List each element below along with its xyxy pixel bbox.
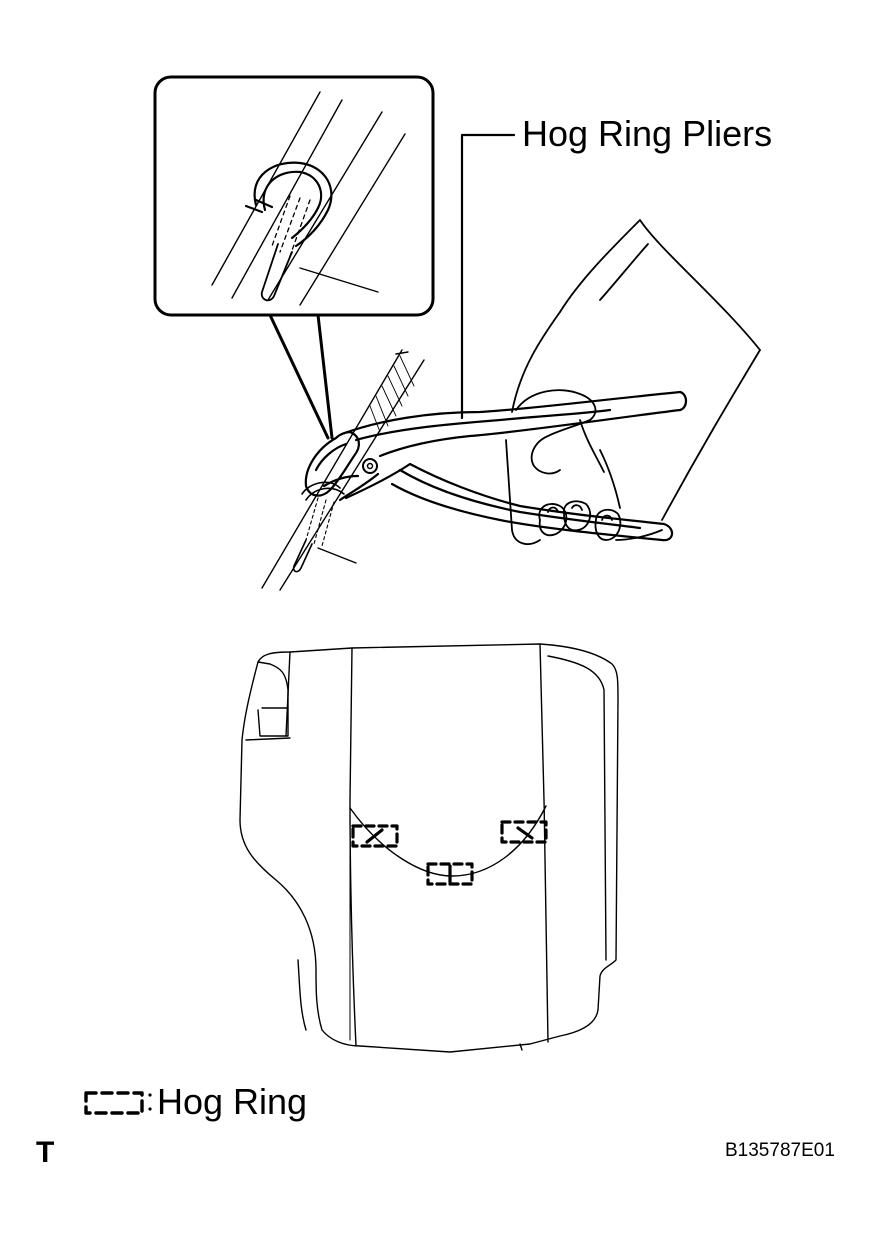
inset-leader-lines <box>268 313 334 440</box>
inset-wire-strands <box>271 195 311 257</box>
hog-ring-marker-center <box>426 862 474 886</box>
hog-ring-pliers-label: Hog Ring Pliers <box>522 113 773 154</box>
pliers-lower-handle <box>344 462 674 542</box>
legend-hog-ring-label: Hog Ring <box>157 1081 308 1122</box>
pliers-jaw <box>304 430 360 497</box>
hog-ring-markers <box>351 820 548 886</box>
cushion-seam-arc <box>349 805 547 877</box>
gloved-hand <box>505 219 761 545</box>
figure-code: B135787E01 <box>725 1140 835 1161</box>
fingers <box>505 439 541 545</box>
inset-rod-lines <box>211 91 406 306</box>
seat-cushion-outline <box>239 643 619 1053</box>
inset-hog-ring <box>244 161 333 248</box>
cushion-outer <box>239 643 619 1053</box>
hog-ring-marker-right <box>500 820 548 844</box>
hog-ring-pliers-tool <box>304 390 688 542</box>
pliers-upper-handle <box>340 390 688 458</box>
pliers-pivot <box>362 458 378 474</box>
thumb <box>515 389 597 475</box>
dashed-bracket-icon <box>84 1091 152 1115</box>
corner-mark: T <box>36 1136 55 1169</box>
inset-slot-tab <box>260 243 293 302</box>
seat-frame-rod <box>261 349 425 591</box>
hand-back <box>511 311 761 521</box>
pliers-callout-leader <box>460 133 516 420</box>
sleeve <box>559 219 761 351</box>
hog-ring-marker-left <box>351 824 399 848</box>
rod-hog-ring <box>292 481 345 573</box>
inset-frame <box>153 75 435 317</box>
detail-inset <box>153 75 435 440</box>
